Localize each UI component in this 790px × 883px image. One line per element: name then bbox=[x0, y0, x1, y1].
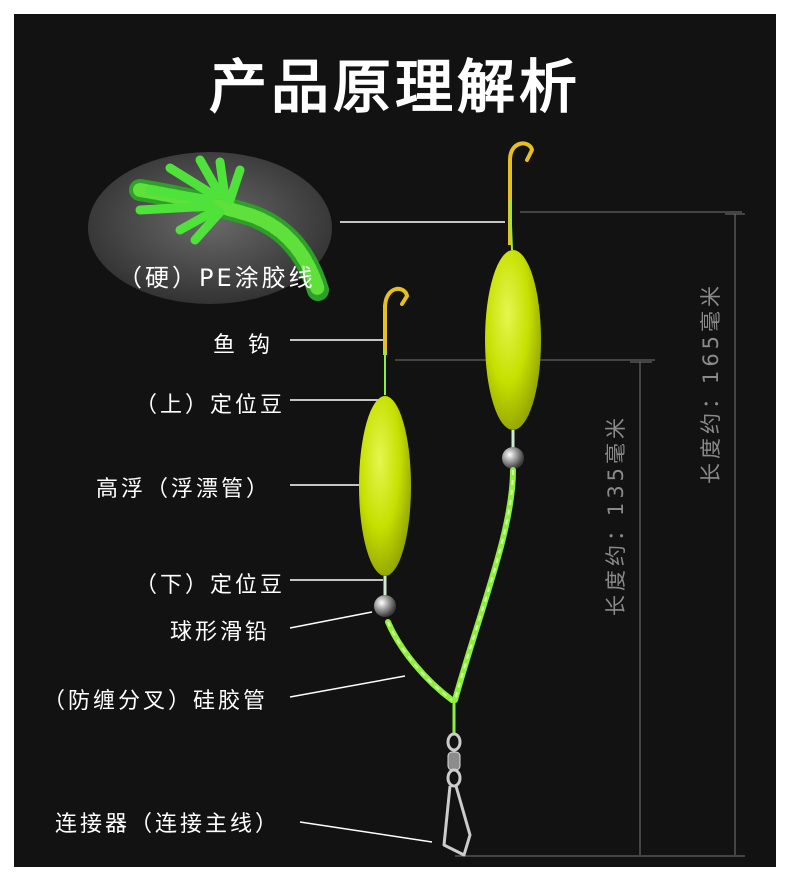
rig-long bbox=[452, 141, 541, 703]
sinker-label: 球形滑铅 bbox=[170, 620, 271, 645]
rig-short bbox=[359, 286, 455, 703]
float-label: 高浮（浮漂管） bbox=[96, 477, 272, 502]
dimension-135: 长度约：135毫米 bbox=[604, 413, 628, 617]
pe-line-label: （硬）PE涂胶线 bbox=[118, 264, 316, 292]
page-title: 产品原理解析 bbox=[208, 53, 581, 121]
pe-line-inset bbox=[88, 152, 505, 304]
connector-swivel bbox=[442, 700, 472, 857]
silicone-tube-label: （防缠分叉）硅胶管 bbox=[43, 689, 269, 714]
dimension-165: 长度约：165毫米 bbox=[699, 281, 723, 485]
upper-bead-label: （上）定位豆 bbox=[135, 393, 286, 418]
connector-label: 连接器（连接主线） bbox=[55, 812, 281, 837]
leader-lines bbox=[289, 339, 433, 843]
hook-label: 鱼 钩 bbox=[213, 333, 273, 358]
lower-bead-label: （下）定位豆 bbox=[135, 573, 286, 598]
